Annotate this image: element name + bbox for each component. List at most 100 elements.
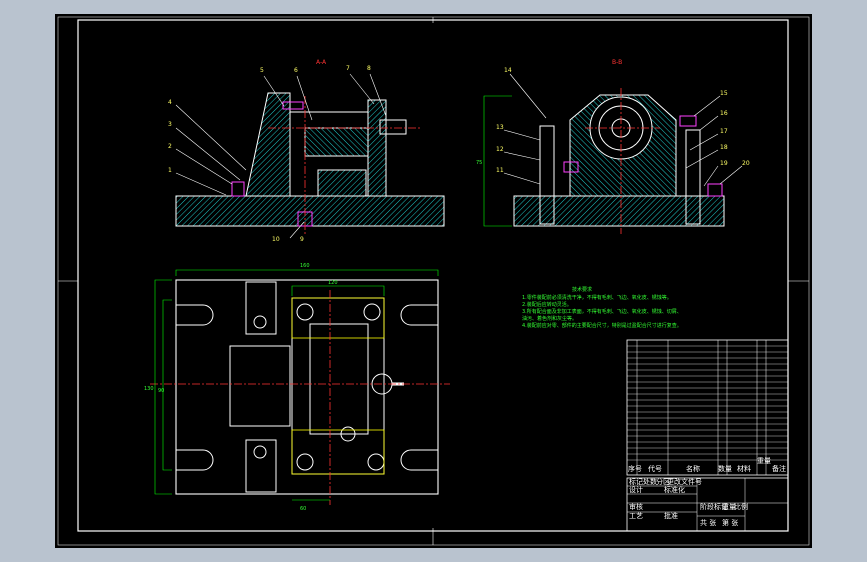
base-plate-top — [175, 279, 439, 495]
dim-top-width-text: 160 — [300, 263, 310, 269]
bom-header-remark: 备注 — [772, 464, 786, 473]
balloon-labels-front: 1 2 3 4 5 6 7 8 9 10 — [168, 65, 371, 243]
balloon-17: 17 — [720, 128, 728, 135]
bom-header-index: 序号 — [628, 464, 642, 473]
slot-bottom-left — [176, 449, 214, 471]
tb-scale: 比例 — [734, 502, 748, 511]
title-block-outline — [626, 477, 789, 532]
technical-notes: 技术要求 1.零件装配前必须清洗干净，不得有毛刺、飞边、氧化皮、锈蚀等。 2.装… — [522, 286, 682, 329]
view-section-a: A-A — [175, 59, 445, 234]
top-clamp-left — [229, 345, 291, 427]
bom-header-material: 材料 — [737, 464, 751, 473]
dim-left-inner-text: 90 — [158, 388, 164, 394]
dim-left-height-text: 130 — [144, 386, 154, 392]
leader-lines-side — [503, 73, 743, 187]
bolt-top-5 — [296, 453, 314, 471]
bolt-top-2 — [253, 445, 267, 459]
bom-columns — [636, 340, 767, 475]
drawing-sheet — [55, 14, 812, 548]
view-section-b: 75 B-B — [476, 59, 725, 234]
bom-header-weight: 重量 — [757, 457, 771, 465]
tb-sheet-no: 第 张 — [722, 518, 738, 527]
balloon-1: 1 — [168, 167, 172, 174]
balloon-13: 13 — [496, 124, 504, 131]
tb-process: 工艺 — [629, 512, 643, 520]
bolt-top-4 — [363, 303, 381, 321]
balloon-20: 20 — [742, 160, 750, 167]
side-post-left — [539, 125, 555, 225]
bom-header-name: 名称 — [686, 464, 700, 473]
balloon-16: 16 — [720, 110, 728, 117]
end-plate — [367, 99, 387, 197]
bolt-side-2 — [679, 115, 697, 127]
balloon-3: 3 — [168, 121, 172, 128]
tb-standard: 标准化 — [664, 485, 685, 494]
bom-outline — [626, 339, 789, 476]
leader-lines-front — [175, 73, 387, 239]
balloon-5: 5 — [260, 67, 264, 74]
notes-line-1: 1.零件装配前必须清洗干净，不得有毛刺、飞边、氧化皮、锈蚀等。 — [522, 294, 672, 301]
balloon-6: 6 — [294, 67, 298, 74]
notes-line-2: 2.装配后应转动灵活。 — [522, 301, 572, 308]
dim-side-height-text: 75 — [476, 160, 482, 166]
notes-line-4: 油污、着色剂和灰尘等。 — [522, 315, 577, 322]
support-bracket — [245, 92, 291, 197]
side-post-right — [685, 129, 701, 225]
dim-left-height-line — [154, 279, 172, 495]
top-block-upper-left — [245, 281, 277, 335]
section-a-label: A-A — [316, 59, 327, 66]
balloon-14: 14 — [504, 67, 512, 74]
tb-mark: 标记 — [629, 477, 643, 486]
balloon-11: 11 — [496, 167, 504, 174]
balloon-2: 2 — [168, 143, 172, 150]
tb-approve: 批准 — [664, 511, 678, 520]
bolt-top-1 — [253, 315, 267, 329]
notes-line-3: 3.所有配合面及非加工表面，不得有毛刺、飞边、氧化皮、锈蚀、切屑、 — [522, 308, 682, 315]
dim-side-height — [483, 95, 512, 227]
slot-top-right — [400, 304, 438, 326]
bolt-front-left — [231, 181, 245, 197]
top-insert-lower — [291, 429, 385, 475]
bom-header-qty: 数量 — [718, 464, 732, 473]
bolt-side-3 — [707, 183, 723, 197]
bolt-top-7 — [340, 426, 356, 442]
tb-stage: 阶段标记 — [700, 502, 728, 511]
bolt-front-top — [282, 101, 304, 110]
balloon-labels-side: 11 12 13 14 15 16 17 18 19 20 — [496, 67, 750, 174]
dim-bottom-text: 60 — [300, 506, 306, 512]
top-block-lower-left — [245, 439, 277, 493]
workpiece-block — [317, 169, 367, 197]
balloon-18: 18 — [720, 144, 728, 151]
top-insert-upper — [291, 297, 385, 339]
shaft-sleeve — [304, 127, 369, 157]
balloon-9: 9 — [300, 236, 304, 243]
bom-rows — [627, 345, 788, 461]
dim-top-inner-line — [291, 285, 385, 296]
dim-top-width-line — [175, 269, 439, 276]
base-plate-side — [513, 195, 725, 227]
tb-review: 审核 — [629, 502, 643, 511]
notes-line-5: 4.装配前应对零、部件的主要配合尺寸，特别是过盈配合尺寸进行复查。 — [522, 322, 682, 329]
balloon-12: 12 — [496, 146, 504, 153]
balloon-10: 10 — [272, 236, 280, 243]
notes-title: 技术要求 — [572, 286, 592, 293]
balloon-7: 7 — [346, 65, 350, 72]
tb-change: 更改文件号 — [667, 477, 702, 486]
top-shaft-housing — [309, 323, 369, 435]
frame-ticks — [58, 17, 809, 545]
dim-top-inner-text: 120 — [328, 280, 338, 286]
tb-count: 处数 — [643, 477, 657, 486]
tb-total-sheets: 共 张 — [700, 518, 716, 527]
section-b-label: B-B — [612, 59, 622, 66]
bom-table: 序号 代号 名称 数量 材料 重量 备注 — [626, 339, 789, 476]
slot-bottom-right — [400, 449, 438, 471]
balloon-8: 8 — [367, 65, 371, 72]
screw-rod — [379, 119, 407, 135]
balloon-15: 15 — [720, 90, 728, 97]
bom-header-code: 代号 — [648, 464, 662, 473]
title-block: 标记 处数 分区 更改文件号 设计 标准化 审核 工艺 批准 阶段标记 重量 比… — [626, 477, 789, 532]
bolt-top-3 — [296, 303, 314, 321]
tb-zone: 分区 — [656, 477, 670, 486]
base-plate-front — [175, 195, 445, 227]
